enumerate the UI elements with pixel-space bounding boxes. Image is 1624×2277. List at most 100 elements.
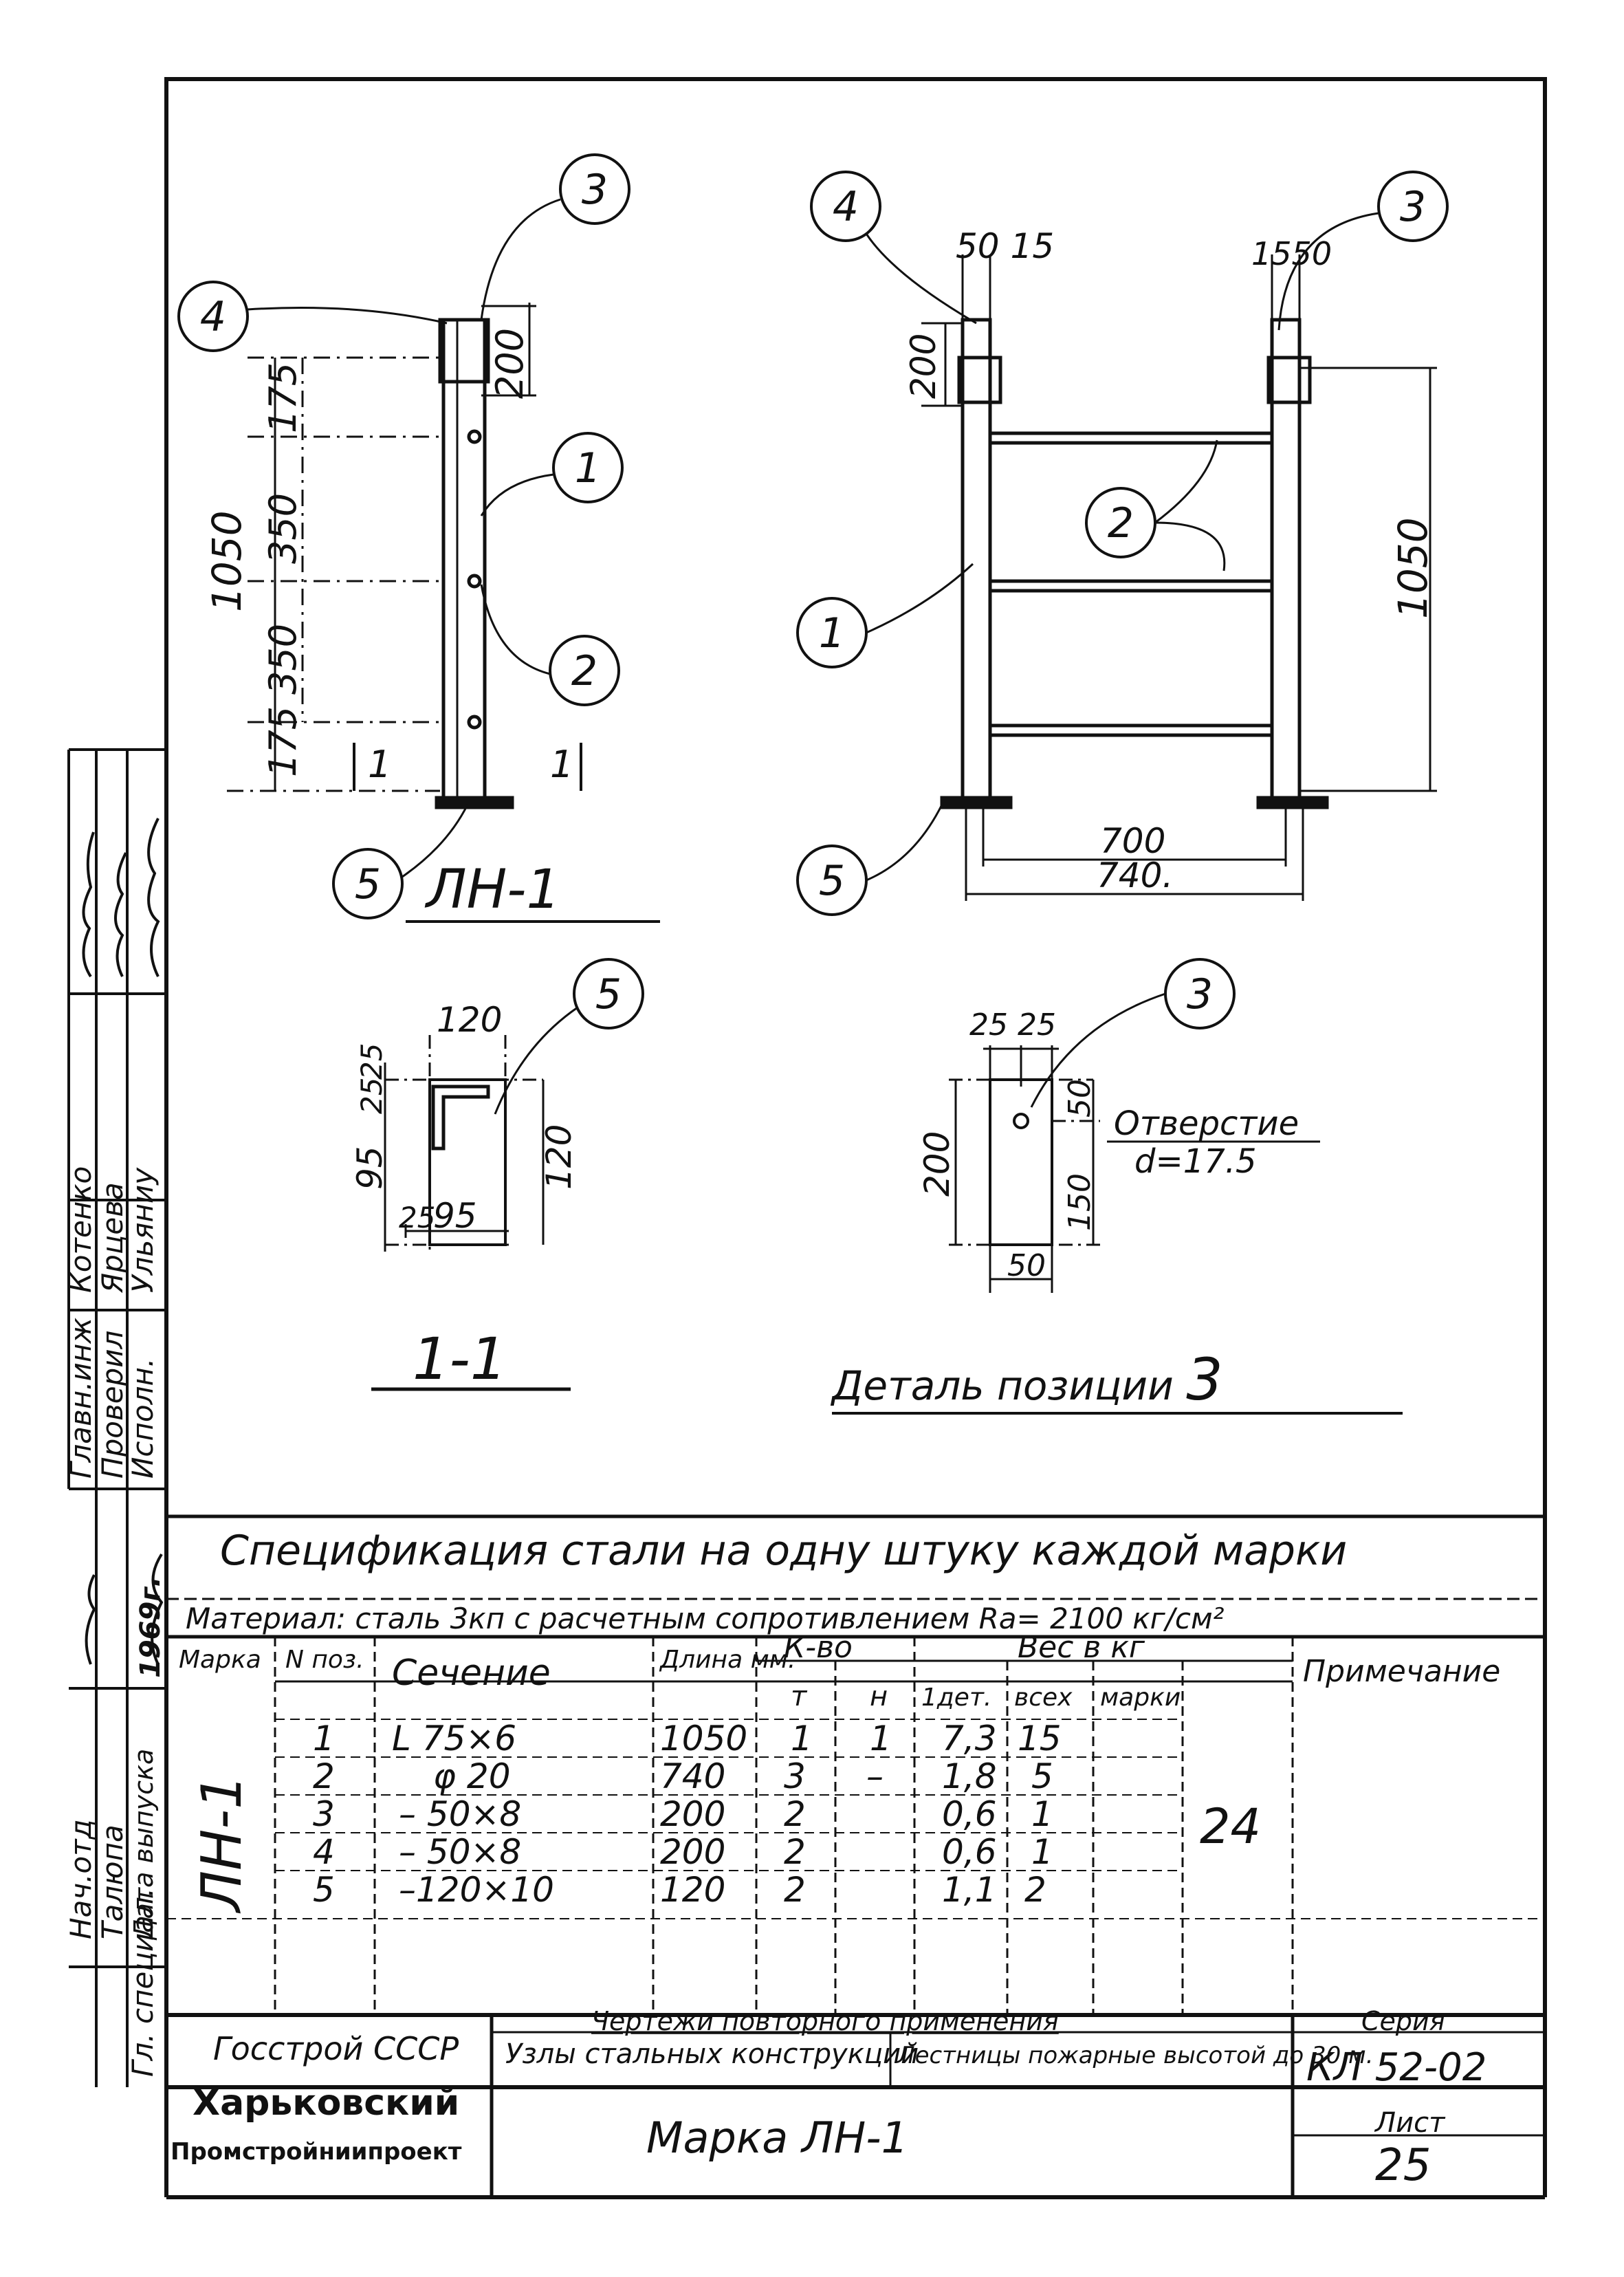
- section-title: 1-1: [413, 1325, 507, 1393]
- row-5-wall: 2: [1024, 1870, 1046, 1910]
- dim-50-15-left: 50 15: [956, 226, 1054, 266]
- row-1-t: 1: [791, 1719, 813, 1758]
- hdr-pos: N поз.: [285, 1646, 364, 1674]
- row-4-length: 200: [660, 1832, 725, 1872]
- stamp-role-4: Главн.инж: [64, 1318, 98, 1479]
- signature-5: [85, 1574, 96, 1665]
- hdr-w-one: 1дет.: [921, 1684, 991, 1712]
- row-3: 3 – 50×8 200 2 0,6 1: [313, 1794, 1053, 1834]
- detail-hole: [1013, 1113, 1029, 1129]
- row-2-n: –: [866, 1756, 884, 1796]
- hdr-w-mark: марки: [1100, 1684, 1181, 1712]
- row-3-w1: 0,6: [942, 1794, 997, 1834]
- row-1-length: 1050: [660, 1719, 747, 1758]
- stamp-role-1: Гл. специал.: [126, 1888, 160, 2077]
- spec-material: Материал: сталь 3кп с расчетным сопротив…: [186, 1602, 1225, 1635]
- series-value: КЛ 52-02: [1306, 2045, 1486, 2090]
- view-a-top-plate: [438, 318, 490, 384]
- section-labels: 120 25 25 95 120 25 95 1-1: [350, 1000, 579, 1393]
- stamp-role-6: Дата выпуска: [129, 1749, 159, 1941]
- view-a-labels: 200 175 350 350 175 1050 1 1 ЛН-1: [204, 328, 573, 921]
- mark-caption: Марка ЛН-1: [646, 2113, 908, 2163]
- org-gosstroy: Госстрой СССР: [213, 2030, 459, 2067]
- hdr-length: Длина мм.: [659, 1646, 795, 1674]
- title-desc-2: Лестницы пожарные высотой до 30 м.: [896, 2042, 1374, 2069]
- hdr-qty-n: н: [870, 1681, 888, 1712]
- stamp-name-4: Котенко: [64, 1166, 98, 1293]
- hdr-qty: К-во: [784, 1630, 853, 1665]
- callout-numbers: 3 4 1 2 5 5 4 3 2 1 5 3: [200, 166, 1426, 1018]
- title-desc-1: Узлы стальных конструкций: [505, 2038, 919, 2070]
- view-b-rung-3: [988, 723, 1274, 737]
- dim-50-bottom: 50: [1007, 1248, 1046, 1283]
- side-stamp-text: Гл. специал. Исполн. Проверил Главн.инж …: [64, 1166, 166, 2077]
- row-2-w1: 1,8: [942, 1756, 997, 1796]
- hole-label: Отверстие: [1114, 1104, 1299, 1143]
- dim-700: 700: [1100, 821, 1165, 861]
- row-3-pos: 3: [313, 1794, 335, 1834]
- hdr-section: Сечение: [392, 1653, 551, 1694]
- row-4: 4 – 50×8 200 2 0,6 1: [313, 1832, 1053, 1872]
- row-3-length: 200: [660, 1794, 725, 1834]
- row-4-t: 2: [784, 1832, 806, 1872]
- leaders: [247, 198, 1379, 1115]
- title-text: Госстрой СССР Харьковский Промстройниипр…: [171, 2006, 1486, 2191]
- sheet-value: 25: [1375, 2140, 1431, 2191]
- row-2-length: 740: [660, 1756, 725, 1796]
- detail-title: Деталь позиции 3: [830, 1346, 1223, 1413]
- row-2: 2 φ 20 740 3 – 1,8 5: [313, 1756, 1053, 1796]
- callout-4-a: 4: [200, 293, 226, 341]
- row-1-section: L 75×6: [392, 1719, 516, 1758]
- title-block: [166, 2013, 1545, 2089]
- callout-3-b: 3: [1400, 183, 1426, 231]
- dim-25-b: 25: [355, 1078, 388, 1114]
- signature-4: [151, 1553, 164, 1665]
- dim-50-detail: 50: [1062, 1079, 1097, 1118]
- view-b-labels: 50 15 1550 200 1050 700 740.: [903, 226, 1436, 895]
- mark-weight: 24: [1200, 1798, 1261, 1855]
- view-b-rung-2: [988, 579, 1274, 593]
- row-1: 1 L 75×6 1050 1 1 7,3 15: [313, 1719, 1062, 1758]
- callout-1-b: 1: [819, 609, 845, 657]
- row-2-section: φ 20: [433, 1756, 511, 1796]
- row-5-t: 2: [784, 1870, 806, 1910]
- row-2-wall: 5: [1031, 1756, 1053, 1796]
- mark-value: ЛН-1: [190, 1774, 254, 1914]
- row-2-pos: 2: [313, 1756, 335, 1796]
- callout-4-b: 4: [833, 183, 859, 231]
- view-b-right-post: [1270, 318, 1302, 800]
- dim-200: 200: [488, 328, 531, 399]
- signature-2: [114, 852, 127, 977]
- row-3-wall: 1: [1031, 1794, 1053, 1834]
- view-a: [227, 303, 660, 923]
- sheet-label: Лист: [1374, 2107, 1446, 2139]
- callout-5-b: 5: [819, 857, 845, 905]
- dim-1050: 1050: [204, 510, 250, 612]
- dim-350-lower: 350: [261, 624, 305, 695]
- signature-1: [147, 818, 160, 977]
- hdr-qty-t: т: [791, 1681, 808, 1712]
- view-a-base-plate: [435, 796, 514, 809]
- row-5-w1: 1,1: [942, 1870, 997, 1910]
- dim-95-left: 95: [350, 1146, 390, 1190]
- row-3-t: 2: [784, 1794, 806, 1834]
- section-1-1: [371, 1035, 571, 1391]
- dim-200-detail: 200: [917, 1131, 957, 1197]
- row-5: 5 –120×10 120 2 1,1 2: [313, 1870, 1046, 1910]
- row-3-section: – 50×8: [399, 1794, 521, 1834]
- hole-value: d=17.5: [1134, 1142, 1257, 1181]
- row-4-w1: 0,6: [942, 1832, 997, 1872]
- org-kharkov: Харьковский: [193, 2082, 459, 2124]
- callout-5-a: 5: [355, 860, 381, 908]
- view-b-left-post: [961, 318, 992, 800]
- series-label: Серия: [1361, 2006, 1445, 2036]
- detail-labels: 25 25 50 150 200 50 Отверстие d=17.5 Дет…: [830, 1007, 1299, 1413]
- title-block-lower: [164, 2087, 1547, 2199]
- stamp-name-2: Ульяниу: [126, 1167, 160, 1293]
- view-a-title: ЛН-1: [424, 859, 560, 921]
- callout-2-a: 2: [571, 647, 597, 695]
- dim-150-detail: 150: [1062, 1173, 1097, 1231]
- spec-title: Спецификация стали на одну штуку каждой …: [220, 1527, 1347, 1575]
- hdr-w-all: всех: [1014, 1684, 1073, 1712]
